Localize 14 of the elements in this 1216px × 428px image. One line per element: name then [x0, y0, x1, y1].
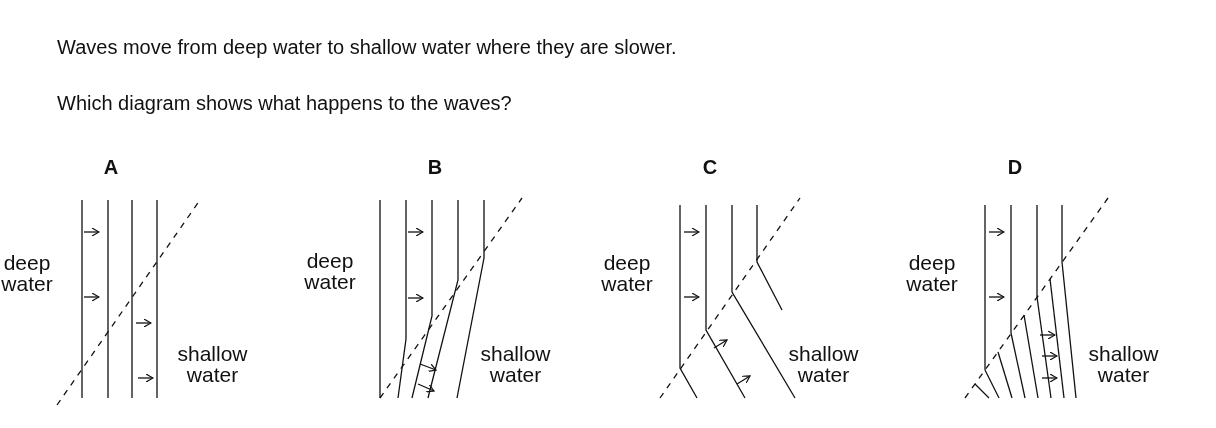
option-letter: A: [102, 156, 120, 179]
region-label: shallow water: [787, 343, 860, 385]
region-label: deep water: [600, 252, 654, 294]
region-label: deep water: [905, 252, 959, 294]
region-label: shallow water: [1087, 343, 1160, 385]
option-letter: B: [426, 156, 444, 179]
region-label: deep water: [303, 250, 357, 292]
region-label: deep water: [0, 252, 54, 294]
question-text: Waves move from deep water to shallow water where they are slower.: [57, 36, 677, 58]
question-text: Which diagram shows what happens to the waves?: [57, 92, 512, 114]
region-label: shallow water: [479, 343, 552, 385]
option-letter: D: [1006, 156, 1024, 179]
region-label: shallow water: [176, 343, 249, 385]
option-letter: C: [701, 156, 719, 179]
